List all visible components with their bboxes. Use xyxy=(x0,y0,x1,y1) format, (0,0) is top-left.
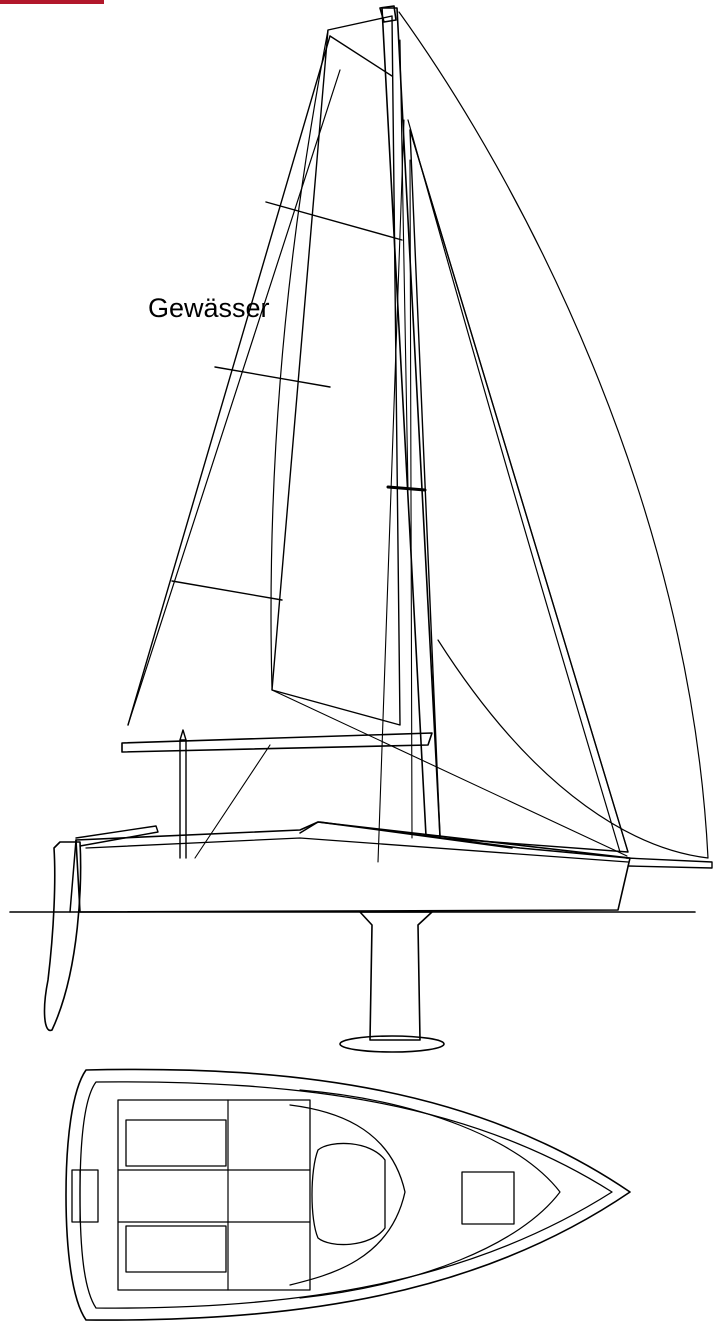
tiller xyxy=(75,825,159,847)
plan-bench-bottom xyxy=(125,1225,227,1273)
post-top xyxy=(179,729,187,741)
rudder xyxy=(43,841,82,1032)
plan-hull-outer xyxy=(65,1068,631,1321)
batten-4 xyxy=(171,580,283,601)
keel xyxy=(359,911,433,1041)
bowsprit xyxy=(625,857,713,869)
gennaker-sail xyxy=(398,11,709,859)
water-label: Gewässer xyxy=(148,293,270,323)
mainsail-luff-left xyxy=(127,35,331,726)
cunningham xyxy=(271,689,628,857)
spreader xyxy=(386,485,427,492)
mainsail xyxy=(271,15,401,726)
plan-hatch xyxy=(311,1142,386,1246)
hull-sheer xyxy=(85,837,629,863)
boom xyxy=(121,732,433,753)
mainsail-foot-line xyxy=(127,69,341,726)
plan-bench-top xyxy=(125,1119,227,1167)
mainsheet-post xyxy=(179,739,187,859)
hull xyxy=(75,821,631,913)
plan-cabin xyxy=(289,1104,406,1286)
cabin-top xyxy=(299,821,629,859)
plan-deck-line xyxy=(299,1089,561,1299)
plan-cockpit xyxy=(117,1099,311,1291)
transom xyxy=(69,839,77,913)
mainsail-leech xyxy=(270,29,329,691)
shroud-2 xyxy=(409,159,413,839)
keel-bulb xyxy=(339,1035,445,1053)
mainsheet xyxy=(194,744,271,859)
mast-top xyxy=(379,5,397,23)
batten-2 xyxy=(265,201,403,241)
plan-hull-inner xyxy=(79,1081,613,1309)
plan-transom-box xyxy=(71,1169,99,1223)
batten-1 xyxy=(329,35,393,77)
forestay xyxy=(409,129,629,853)
plan-foredeck-hatch xyxy=(461,1171,515,1225)
batten-3 xyxy=(214,366,331,388)
shroud-3 xyxy=(399,39,409,491)
top-accent-bar xyxy=(0,0,104,4)
shroud-1 xyxy=(377,119,405,863)
